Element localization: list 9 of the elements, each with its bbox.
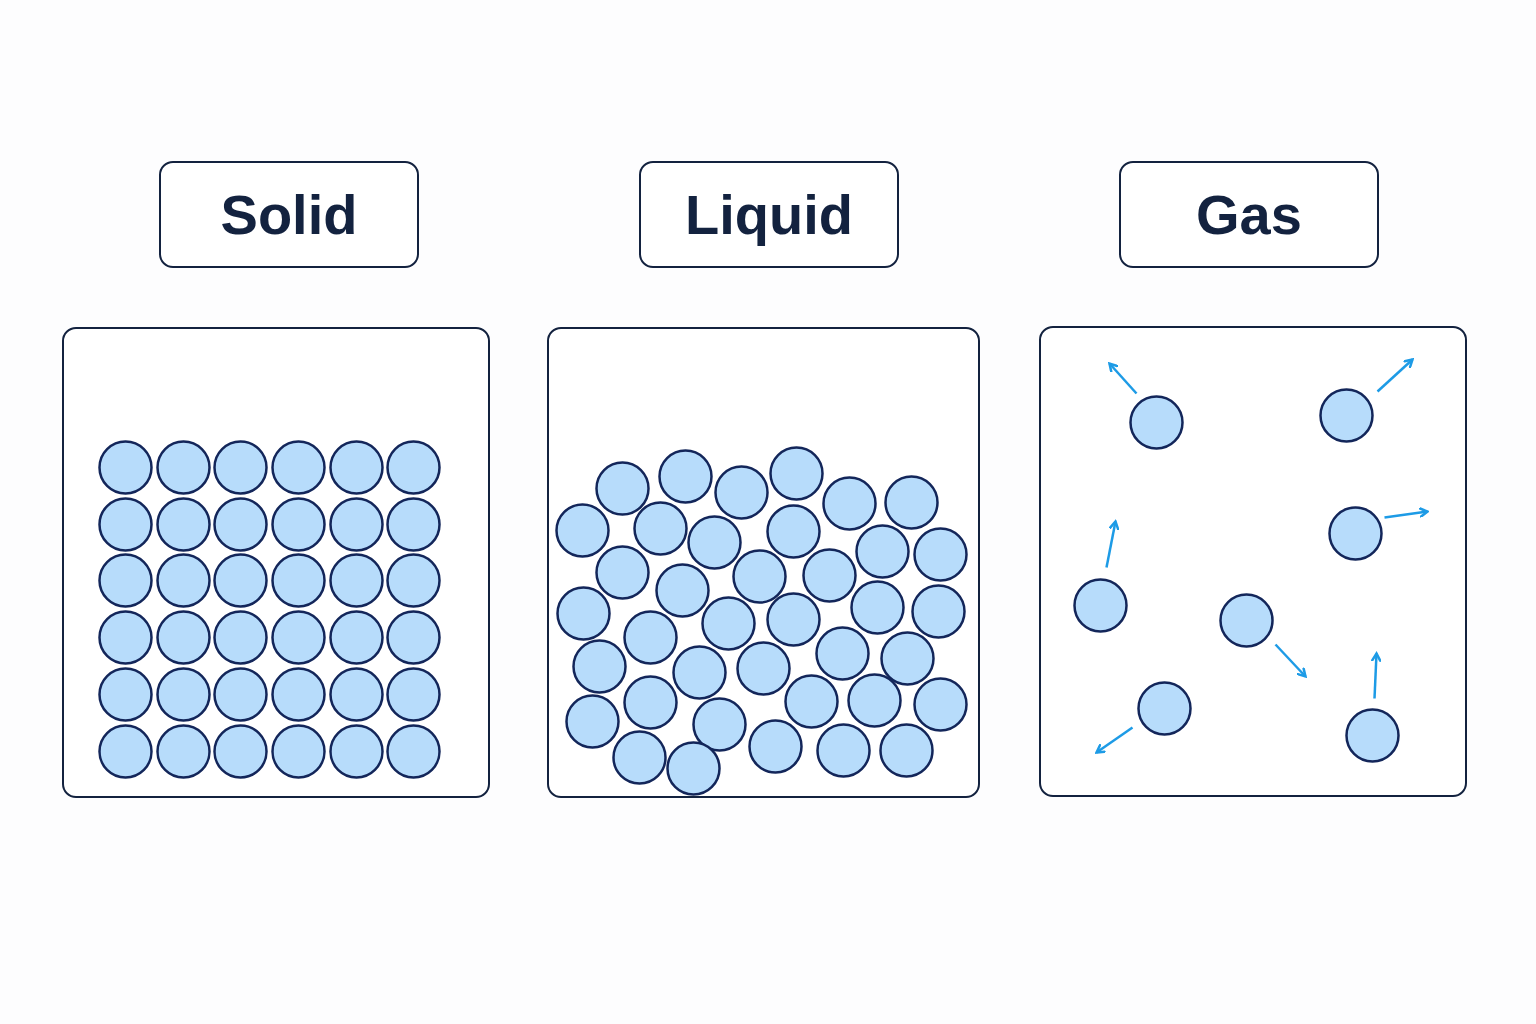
label-box xyxy=(639,161,899,268)
container-box xyxy=(1039,326,1467,797)
state-label: Solid xyxy=(220,182,358,247)
state-label: Gas xyxy=(1196,182,1302,247)
container-box xyxy=(62,327,490,798)
container-box xyxy=(547,327,980,798)
label-box xyxy=(159,161,419,268)
label-box xyxy=(1119,161,1379,268)
state-label: Liquid xyxy=(685,182,853,247)
